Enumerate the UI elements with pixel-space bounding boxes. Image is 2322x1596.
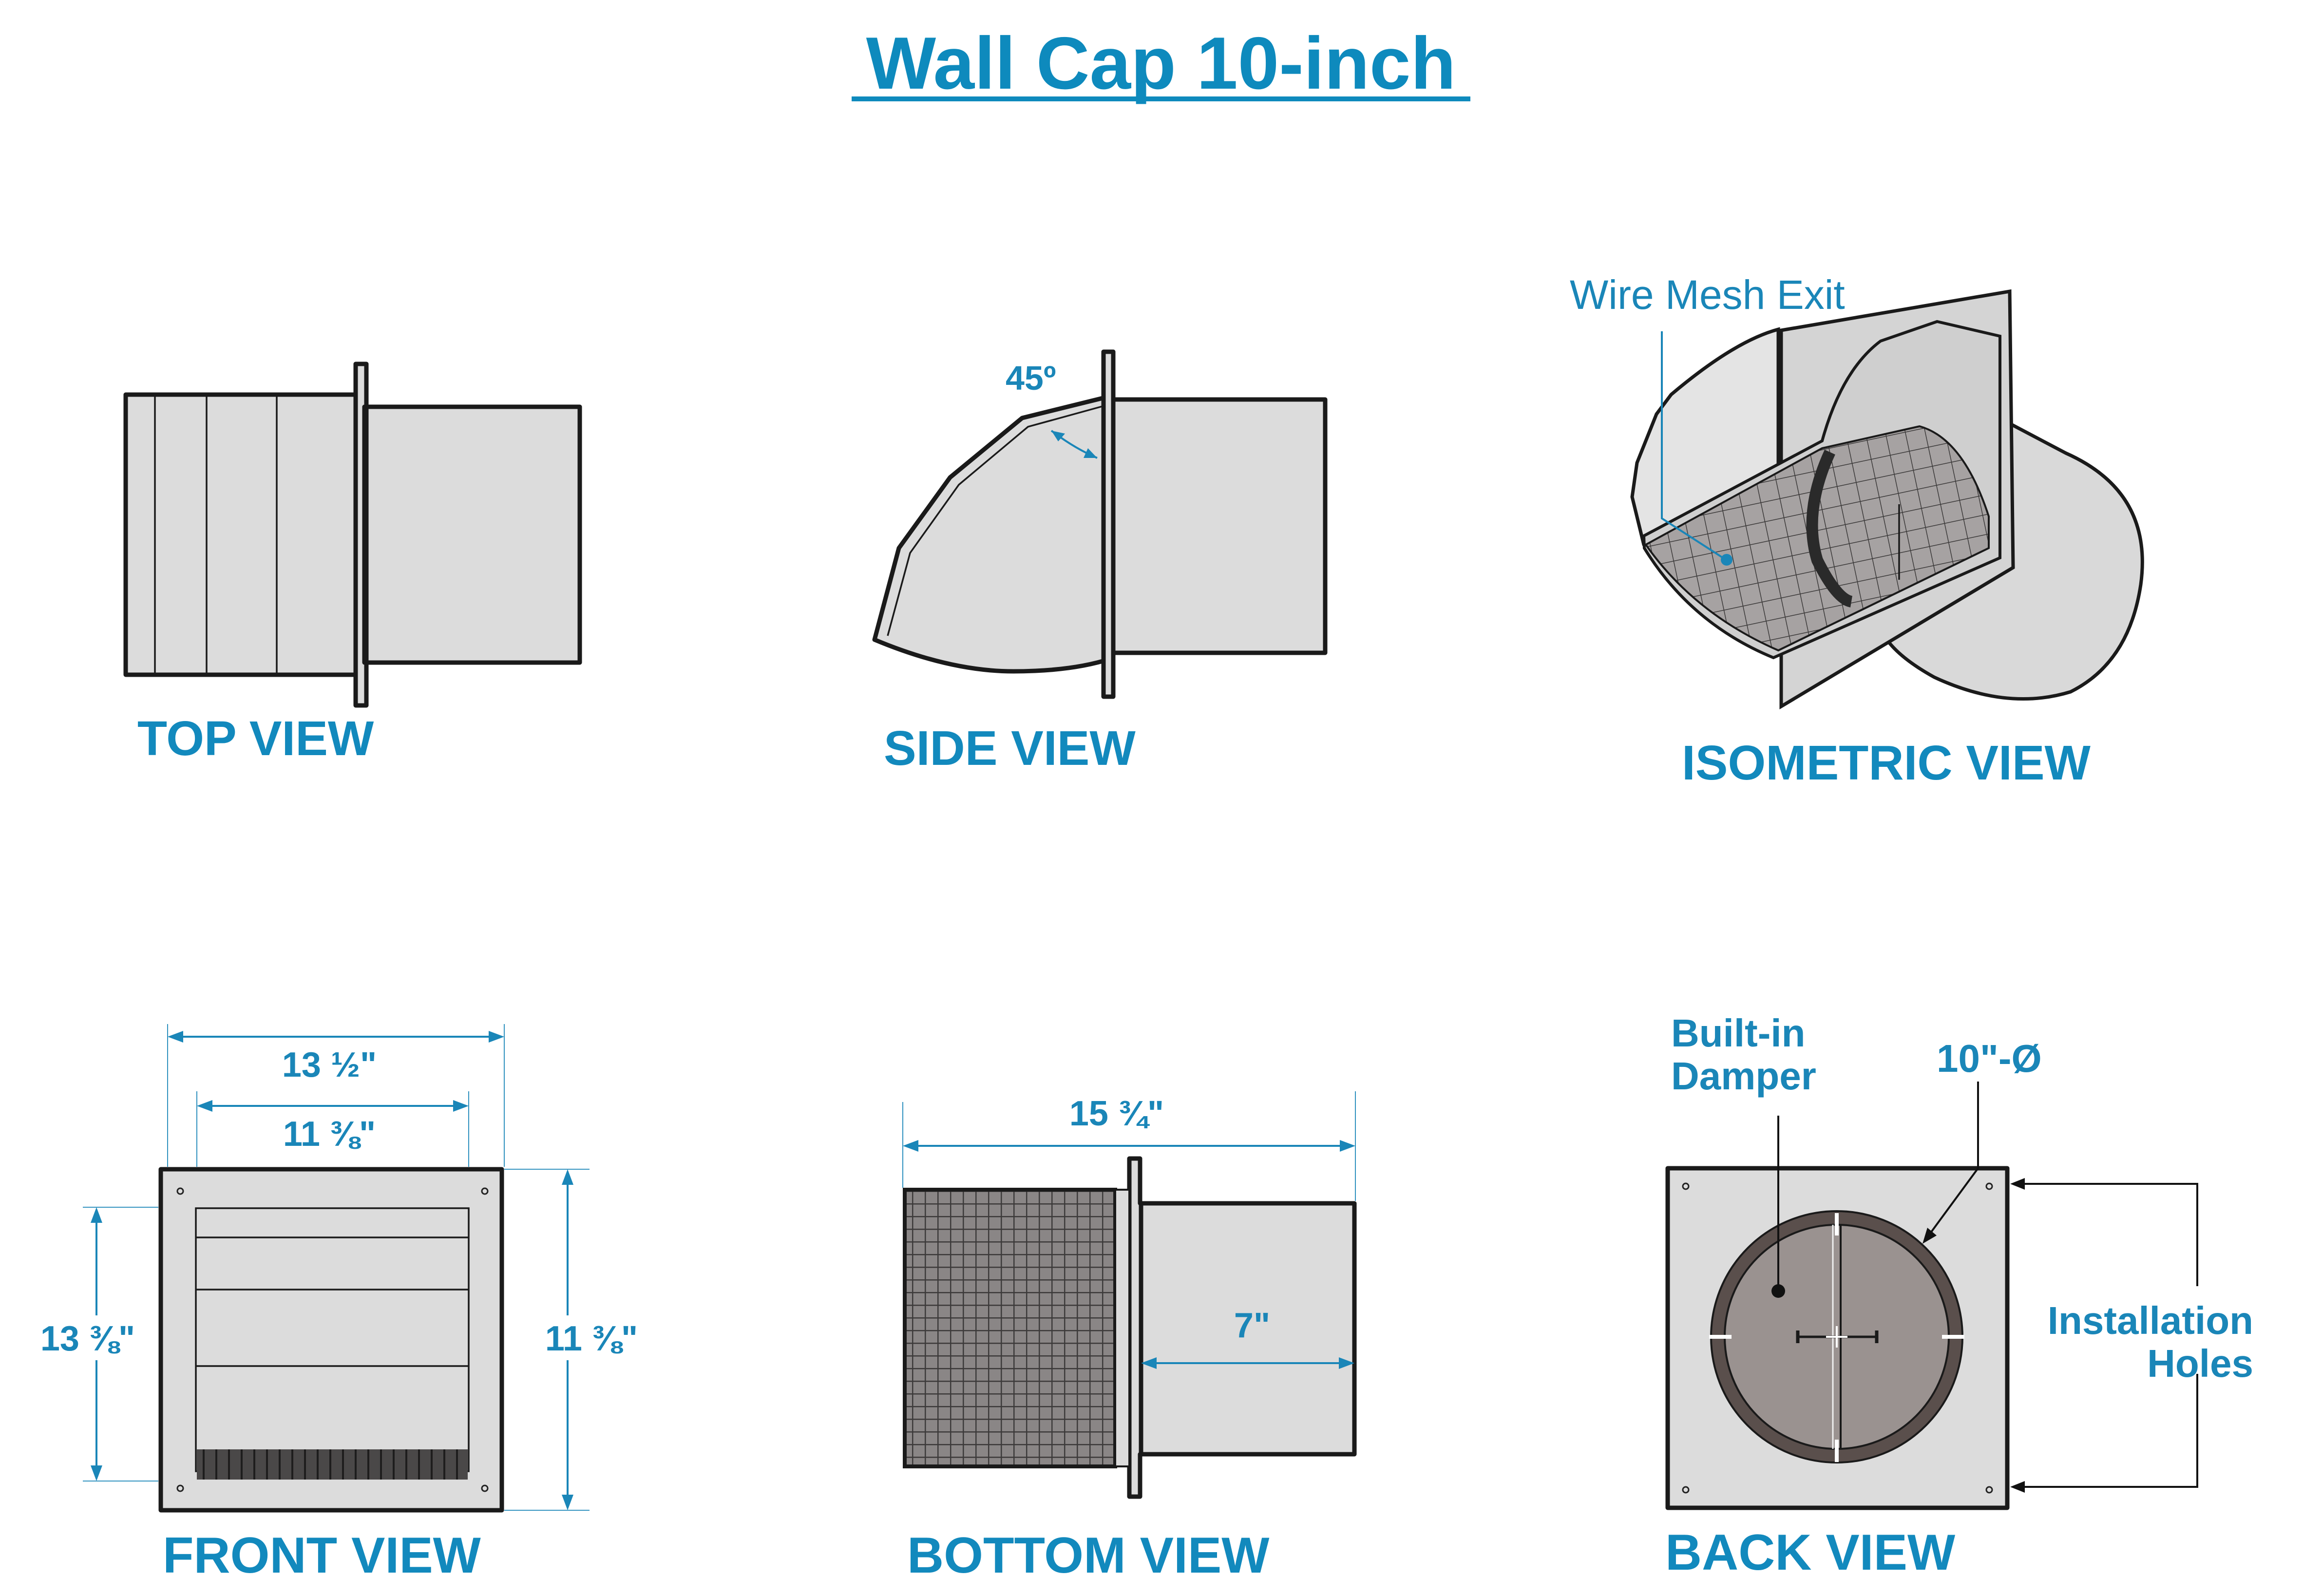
top-view-label: TOP VIEW <box>137 711 374 766</box>
installation-leader <box>2017 1374 2198 1488</box>
back-mount-hole <box>1682 1486 1690 1494</box>
back-mount-hole <box>1985 1182 1993 1190</box>
bottom-width-dim: 15 ¾" <box>1069 1094 1164 1133</box>
bottom-view <box>903 1156 1357 1499</box>
wire-mesh-callout: Wire Mesh Exit <box>1570 272 1845 318</box>
iso-hood-inner-edge <box>1821 340 1882 441</box>
front-height-right-dim: 11 ⅜" <box>545 1319 638 1358</box>
back-mount-hole <box>1682 1182 1690 1190</box>
damper-tab <box>1835 1440 1839 1462</box>
side-view-hood <box>872 394 1113 674</box>
front-mount-hole <box>481 1484 489 1492</box>
side-view-hood-edge <box>887 404 1106 636</box>
bottom-depth-dim: 7" <box>1234 1306 1270 1345</box>
holes-callout: Holes <box>2147 1342 2253 1385</box>
front-view-hood-face <box>195 1207 470 1472</box>
side-view: 45º <box>872 349 1328 699</box>
back-mount-hole <box>1985 1486 1993 1494</box>
installation-arrowhead <box>2010 1178 2025 1190</box>
front-view-grill <box>197 1449 468 1480</box>
side-view-label: SIDE VIEW <box>884 721 1136 776</box>
front-mount-hole <box>481 1187 489 1195</box>
front-height-left-dim: 13 ⅜" <box>40 1319 135 1358</box>
damper-callout: Damper <box>1671 1054 1816 1098</box>
bottom-view-label: BOTTOM VIEW <box>907 1527 1270 1584</box>
front-height-left-dim-bg <box>35 1315 141 1360</box>
installation-callout: Installation <box>2048 1299 2253 1342</box>
angle-label: 45º <box>1006 359 1056 397</box>
built-in-callout: Built-in <box>1671 1011 1805 1055</box>
iso-damper-arc <box>1806 449 1853 608</box>
bottom-dimension-lines <box>902 1091 1356 1369</box>
top-view <box>123 361 582 708</box>
diameter-callout: 10"-Ø <box>1937 1037 2042 1080</box>
bottom-view-frame <box>1114 1189 1130 1467</box>
side-view-duct <box>1109 397 1328 655</box>
front-view-label: FRONT VIEW <box>163 1527 481 1584</box>
front-mount-hole <box>176 1187 184 1195</box>
top-view-duct <box>364 404 582 665</box>
bottom-view-mesh <box>903 1188 1117 1468</box>
wire-mesh-leader-dot <box>1721 554 1732 566</box>
page-title: Wall Cap 10-inch <box>866 22 1456 105</box>
installation-arrowhead <box>2010 1481 2025 1493</box>
angle-arrowhead <box>1084 448 1097 458</box>
damper-tab <box>1709 1335 1732 1339</box>
front-width-inner-dim: 11 ⅜" <box>283 1115 376 1154</box>
front-view <box>158 1167 504 1513</box>
wire-mesh-leader <box>1661 331 1725 559</box>
isometric-view <box>1630 289 2144 710</box>
damper-tab <box>1835 1213 1839 1235</box>
back-view-label: BACK VIEW <box>1665 1524 1956 1581</box>
diameter-leader <box>1924 1082 1979 1241</box>
front-width-outer-dim: 13 ½" <box>282 1045 377 1084</box>
diameter-arrowhead <box>1922 1228 1937 1244</box>
front-dimension-lines <box>83 1024 590 1511</box>
side-view-flange <box>1101 349 1116 699</box>
isometric-view-label: ISOMETRIC VIEW <box>1682 736 2091 790</box>
back-view <box>1665 1166 2010 1510</box>
front-height-right-dim-bg <box>541 1315 643 1360</box>
front-mount-hole <box>176 1484 184 1492</box>
damper-tab <box>1942 1335 1964 1339</box>
angle-arrowhead <box>1051 431 1065 441</box>
bottom-view-duct <box>1139 1201 1357 1457</box>
installation-leader <box>2017 1183 2198 1286</box>
title-underline <box>852 96 1470 101</box>
top-view-hood <box>123 392 367 677</box>
damper-leader-dot <box>1771 1284 1785 1298</box>
